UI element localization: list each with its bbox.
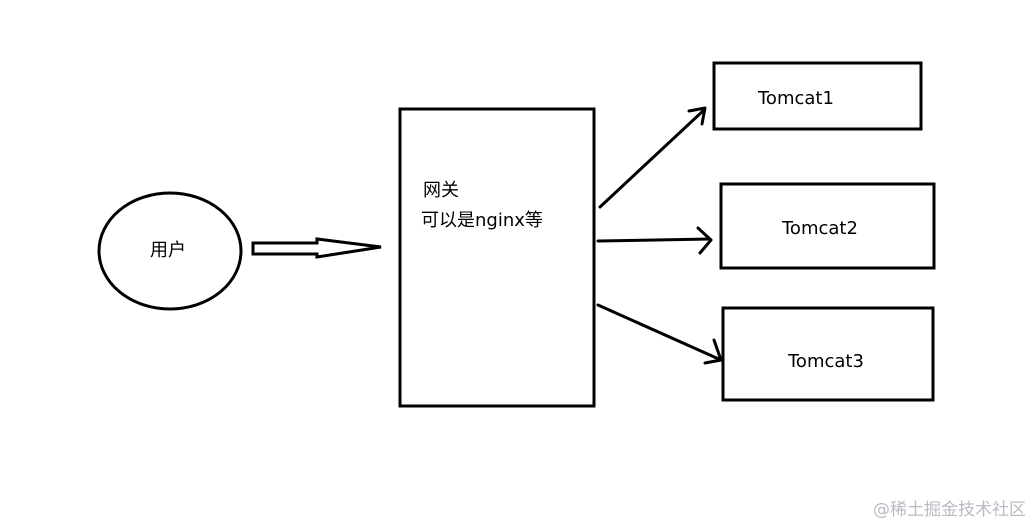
tomcat1-node bbox=[712, 61, 923, 131]
tomcat2-label: Tomcat2 bbox=[782, 218, 858, 239]
gateway-description: 可以是nginx等 bbox=[421, 210, 543, 231]
tomcat3-label: Tomcat3 bbox=[788, 351, 864, 372]
gateway-to-tomcat2-arrow bbox=[596, 226, 713, 255]
gateway-to-tomcat1-arrow bbox=[598, 106, 707, 209]
gateway-node bbox=[398, 107, 596, 408]
watermark: @稀土掘金技术社区 bbox=[873, 500, 1026, 520]
gateway-title: 网关 bbox=[423, 180, 459, 201]
user-node bbox=[97, 191, 243, 311]
tomcat3-node bbox=[721, 306, 935, 402]
tomcat1-label: Tomcat1 bbox=[758, 88, 834, 109]
user-label: 用户 bbox=[150, 240, 186, 261]
gateway-to-tomcat3-arrow bbox=[596, 303, 723, 365]
user-to-gateway-arrow bbox=[251, 237, 382, 259]
tomcat2-node bbox=[719, 182, 936, 270]
